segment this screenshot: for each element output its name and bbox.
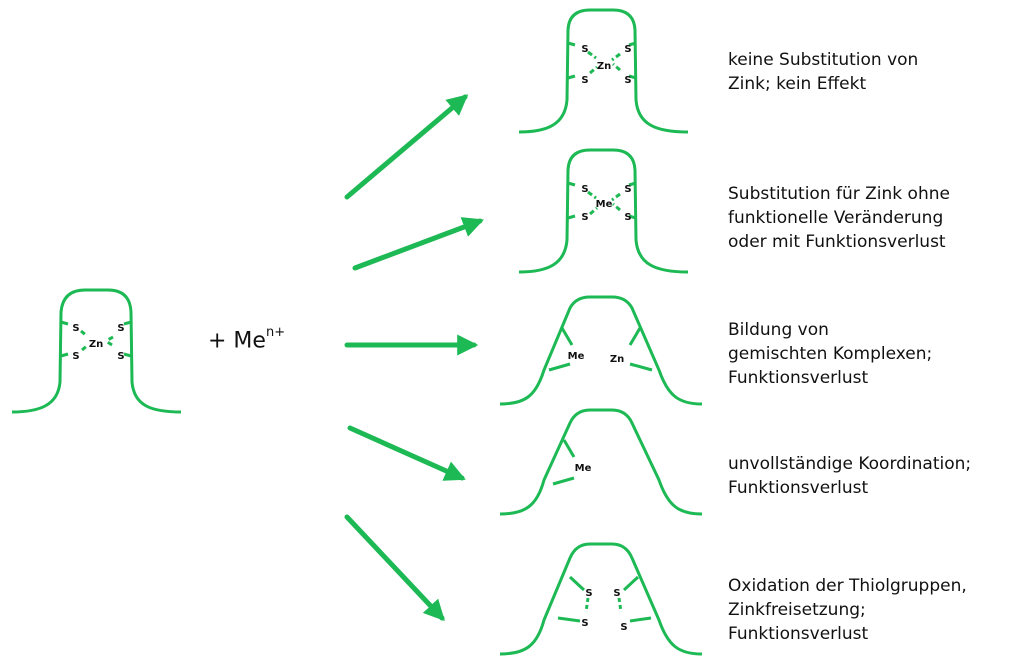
outcome-5-ligand-1: S [585, 588, 592, 599]
outcome-2-structure: S S S S Me [518, 148, 689, 274]
outcome-5-line-2: Zinkfreisetzung; [728, 600, 866, 620]
outcome-1-line-2: Zink; kein Effekt [728, 74, 867, 94]
outcome-1-description: keine Substitution von Zink; kein Effekt [728, 48, 918, 96]
outcome-2-ligand-4: S [624, 212, 631, 223]
outcome-3-line-1: Bildung von [728, 320, 829, 340]
reactant-ligand-s-1: S [72, 323, 79, 334]
reactant-loop [11, 288, 182, 414]
arrow-4 [347, 425, 466, 481]
outcome-1-ligand-4: S [624, 75, 631, 86]
outcome-5-line-1: Oxidation der Thiolgruppen, [728, 576, 967, 596]
outcome-4-line-1: unvollständige Koordination; [728, 454, 972, 474]
outcome-2-description: Substitution für Zink ohne funktionelle … [728, 182, 950, 254]
outcome-3-metal-zn: Zn [610, 354, 624, 365]
outcome-2-line-2: funktionelle Veränderung [728, 208, 944, 228]
outcome-1-ligand-2: S [581, 75, 588, 86]
outcome-5-ligand-3: S [613, 588, 620, 599]
outcome-2-metal-label: Me [596, 199, 613, 210]
outcome-5-ligand-2: S [581, 618, 588, 629]
outcome-4-description: unvollständige Koordination; Funktionsve… [728, 452, 971, 500]
outcome-5-description: Oxidation der Thiolgruppen, Zinkfreisetz… [728, 574, 967, 646]
reactant-metal-label: Zn [89, 339, 103, 350]
outcome-2-ligand-2: S [581, 212, 588, 223]
outcome-1-line-1: keine Substitution von [728, 50, 919, 70]
outcome-5-line-3: Funktionsverlust [728, 624, 869, 644]
arrow-2 [352, 217, 484, 271]
reagent-charge: n+ [265, 325, 286, 340]
outcome-2-line-1: Substitution für Zink ohne [728, 184, 950, 204]
outcome-3-description: Bildung von gemischten Komplexen; Funkti… [728, 318, 932, 390]
outcome-3-line-3: Funktionsverlust [728, 368, 869, 388]
arrow-5 [344, 514, 445, 622]
outcome-2-line-3: oder mit Funktionsverlust [728, 232, 946, 252]
outcome-3-structure: Me Zn [499, 295, 703, 406]
outcome-1-structure: S S S S Zn [518, 8, 689, 134]
outcome-4-line-2: Funktionsverlust [728, 478, 869, 498]
outcome-4-metal-me: Me [575, 463, 592, 474]
outcome-2-ligand-1: S [581, 184, 588, 195]
outcome-5-structure: S S S S [499, 542, 703, 656]
outcome-1-ligand-3: S [624, 44, 631, 55]
reaction-arrows [344, 94, 484, 622]
outcome-3-metal-me: Me [568, 351, 585, 362]
reagent-prefix: + Me [208, 328, 266, 354]
outcome-3-line-2: gemischten Komplexen; [728, 344, 933, 364]
reactant-ligand-s-2: S [72, 351, 79, 362]
outcome-1-ligand-1: S [581, 44, 588, 55]
reagent-label: + Men+ [208, 325, 286, 354]
reactant-ligand-s-4: S [117, 351, 124, 362]
outcome-1-metal-label: Zn [597, 61, 611, 72]
outcome-4-structure: Me [499, 408, 703, 516]
reactant-ligand-s-3: S [117, 323, 124, 334]
outcome-2-ligand-3: S [624, 184, 631, 195]
arrow-1 [344, 94, 469, 200]
reactant-zinc-finger: S S S S Zn [11, 288, 182, 414]
outcome-5-ligand-4: S [620, 622, 627, 633]
